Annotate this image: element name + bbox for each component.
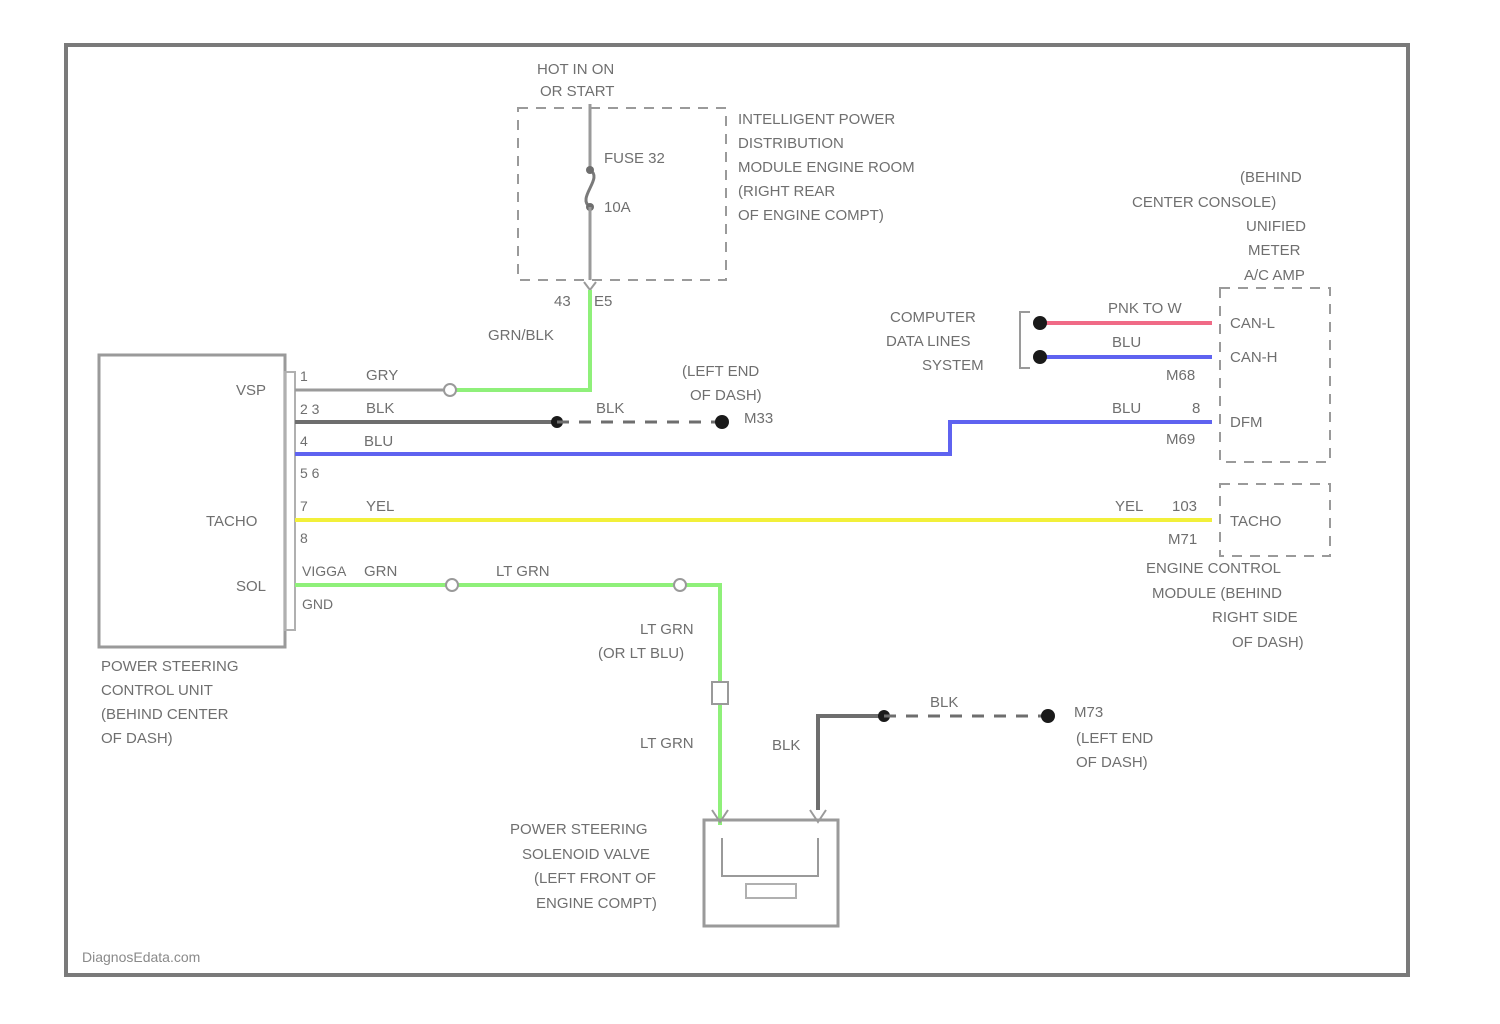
ecm-name-line-1: ENGINE CONTROL: [1146, 560, 1281, 577]
ground-1-eyelet: [715, 415, 729, 429]
ground-1-id: M33: [744, 410, 773, 427]
meter-name-line-3: UNIFIED: [1246, 218, 1306, 235]
psu-pin-2-3: 2 3: [300, 401, 320, 417]
ipdm-name-line-2: DISTRIBUTION: [738, 135, 844, 152]
meter-pin-dfm: DFM: [1230, 414, 1263, 431]
data-lines-system-line-3: SYSTEM: [922, 357, 984, 374]
sol-wire-v2-color: LT GRN: [640, 735, 694, 752]
fuse-terminal-top: [586, 166, 594, 174]
data-lines-system-line-1: COMPUTER: [890, 309, 976, 326]
ipdm-name-line-3: MODULE ENGINE ROOM: [738, 159, 915, 176]
ground-1-location-line-1: (LEFT END: [682, 363, 759, 380]
sol-wire-v1-line-2: (OR LT BLU): [598, 645, 684, 662]
psu-tacho-label: TACHO: [206, 513, 257, 530]
diagram-frame: [66, 45, 1408, 975]
meter-name-line-4: METER: [1248, 242, 1301, 259]
wire-pin4-color: BLU: [364, 433, 393, 450]
psu-pin-4: 4: [300, 433, 308, 449]
ipdm-name-line-4: (RIGHT REAR: [738, 183, 835, 200]
psu-vsp-label: VSP: [236, 382, 266, 399]
ground-1-location-line-2: OF DASH): [690, 387, 762, 404]
ipdm-connector-e5: [584, 282, 596, 290]
watermark: DiagnosEdata.com: [82, 949, 200, 965]
psu-name-line-4: OF DASH): [101, 730, 173, 747]
psu-pin-1: 1: [300, 368, 308, 384]
meter-connector-id: M69: [1166, 431, 1195, 448]
valve-ground-eyelet: [1041, 709, 1055, 723]
meter-blu-pin: 8: [1192, 400, 1200, 417]
psu-name-line-1: POWER STEERING: [101, 658, 239, 675]
ipdm-name-line-5: OF ENGINE COMPT): [738, 207, 884, 224]
meter-name-line-1: (BEHIND: [1240, 169, 1302, 186]
meter-pin-can-l: CAN-L: [1230, 315, 1275, 332]
ipdm-connector-id: E5: [594, 293, 612, 310]
psu-name-line-3: (BEHIND CENTER: [101, 706, 229, 723]
ground-1-wire-color: BLK: [596, 400, 624, 417]
valve-name-line-1: POWER STEERING: [510, 821, 648, 838]
data-lines-bracket: [1020, 312, 1030, 368]
valve-ground-wire-color: BLK: [772, 737, 800, 754]
valve-name-line-4: ENGINE COMPT): [536, 895, 657, 912]
ecm-name-line-3: RIGHT SIDE: [1212, 609, 1298, 626]
wire-pin1-connector: [444, 384, 456, 396]
fuse-rating: 10A: [604, 199, 631, 216]
wire-sol-color: GRN: [364, 563, 397, 580]
valve-ground-wire-blk: [818, 716, 884, 810]
psu-name-line-2: CONTROL UNIT: [101, 682, 213, 699]
ecm-pin-number: 103: [1172, 498, 1197, 515]
wire-pin1-color: GRY: [366, 367, 398, 384]
valve-ground-id: M73: [1074, 704, 1103, 721]
data-line-can-h-dot: [1033, 350, 1047, 364]
psu-pin-7: 7: [300, 498, 308, 514]
valve-ground-wire2-color: BLK: [930, 694, 958, 711]
psu-pin-vigga: VIGGA: [302, 563, 347, 579]
valve-coil-symbol: [722, 838, 818, 876]
ipdm-name-line-1: INTELLIGENT POWER: [738, 111, 895, 128]
ipdm-wire-color: GRN/BLK: [488, 327, 554, 344]
meter-name-line-5: A/C AMP: [1244, 267, 1305, 284]
ecm-pin-tacho: TACHO: [1230, 513, 1281, 530]
sol-wire-v1-line-1: LT GRN: [640, 621, 694, 638]
psu-pin-gnd: GND: [302, 596, 333, 612]
data-line-pnk-color: PNK TO W: [1108, 300, 1182, 317]
ipdm-pin-number: 43: [554, 293, 571, 310]
meter-blu-wire-color: BLU: [1112, 400, 1141, 417]
ecm-name-line-2: MODULE (BEHIND: [1152, 585, 1282, 602]
data-lines-system-line-2: DATA LINES: [886, 333, 970, 350]
valve-name-line-2: SOLENOID VALVE: [522, 846, 650, 863]
sol-connector-2: [674, 579, 686, 591]
ecm-name-line-4: OF DASH): [1232, 634, 1304, 651]
wire-pin7-color: YEL: [366, 498, 394, 515]
sol-connector-1: [446, 579, 458, 591]
data-line-can-l-dot: [1033, 316, 1047, 330]
data-line-blu-color: BLU: [1112, 334, 1141, 351]
psu-pin-5-6: 5 6: [300, 465, 320, 481]
valve-name-line-3: (LEFT FRONT OF: [534, 870, 656, 887]
meter-pin-can-h: CAN-H: [1230, 349, 1278, 366]
valve-ground-location-line-1: (LEFT END: [1076, 730, 1153, 747]
fuse-symbol: [586, 170, 594, 207]
psu-sol-label: SOL: [236, 578, 266, 595]
sol-wire-h-color: LT GRN: [496, 563, 550, 580]
fuse-supply-line-1: HOT IN ON: [537, 61, 614, 78]
psu-pin-8: 8: [300, 530, 308, 546]
valve-ground-location-line-2: OF DASH): [1076, 754, 1148, 771]
wire-pin23-color: BLK: [366, 400, 394, 417]
ecm-connector-id: M71: [1168, 531, 1197, 548]
ecm-wire-color: YEL: [1115, 498, 1143, 515]
data-lines-connector-id: M68: [1166, 367, 1195, 384]
ipdm-dashed-box: [518, 108, 726, 280]
fuse-supply-line-2: OR START: [540, 83, 614, 100]
sol-inline-connector: [712, 682, 728, 704]
fuse-number: FUSE 32: [604, 150, 665, 167]
meter-name-line-2: CENTER CONSOLE): [1132, 194, 1276, 211]
valve-coil-core: [746, 884, 796, 898]
